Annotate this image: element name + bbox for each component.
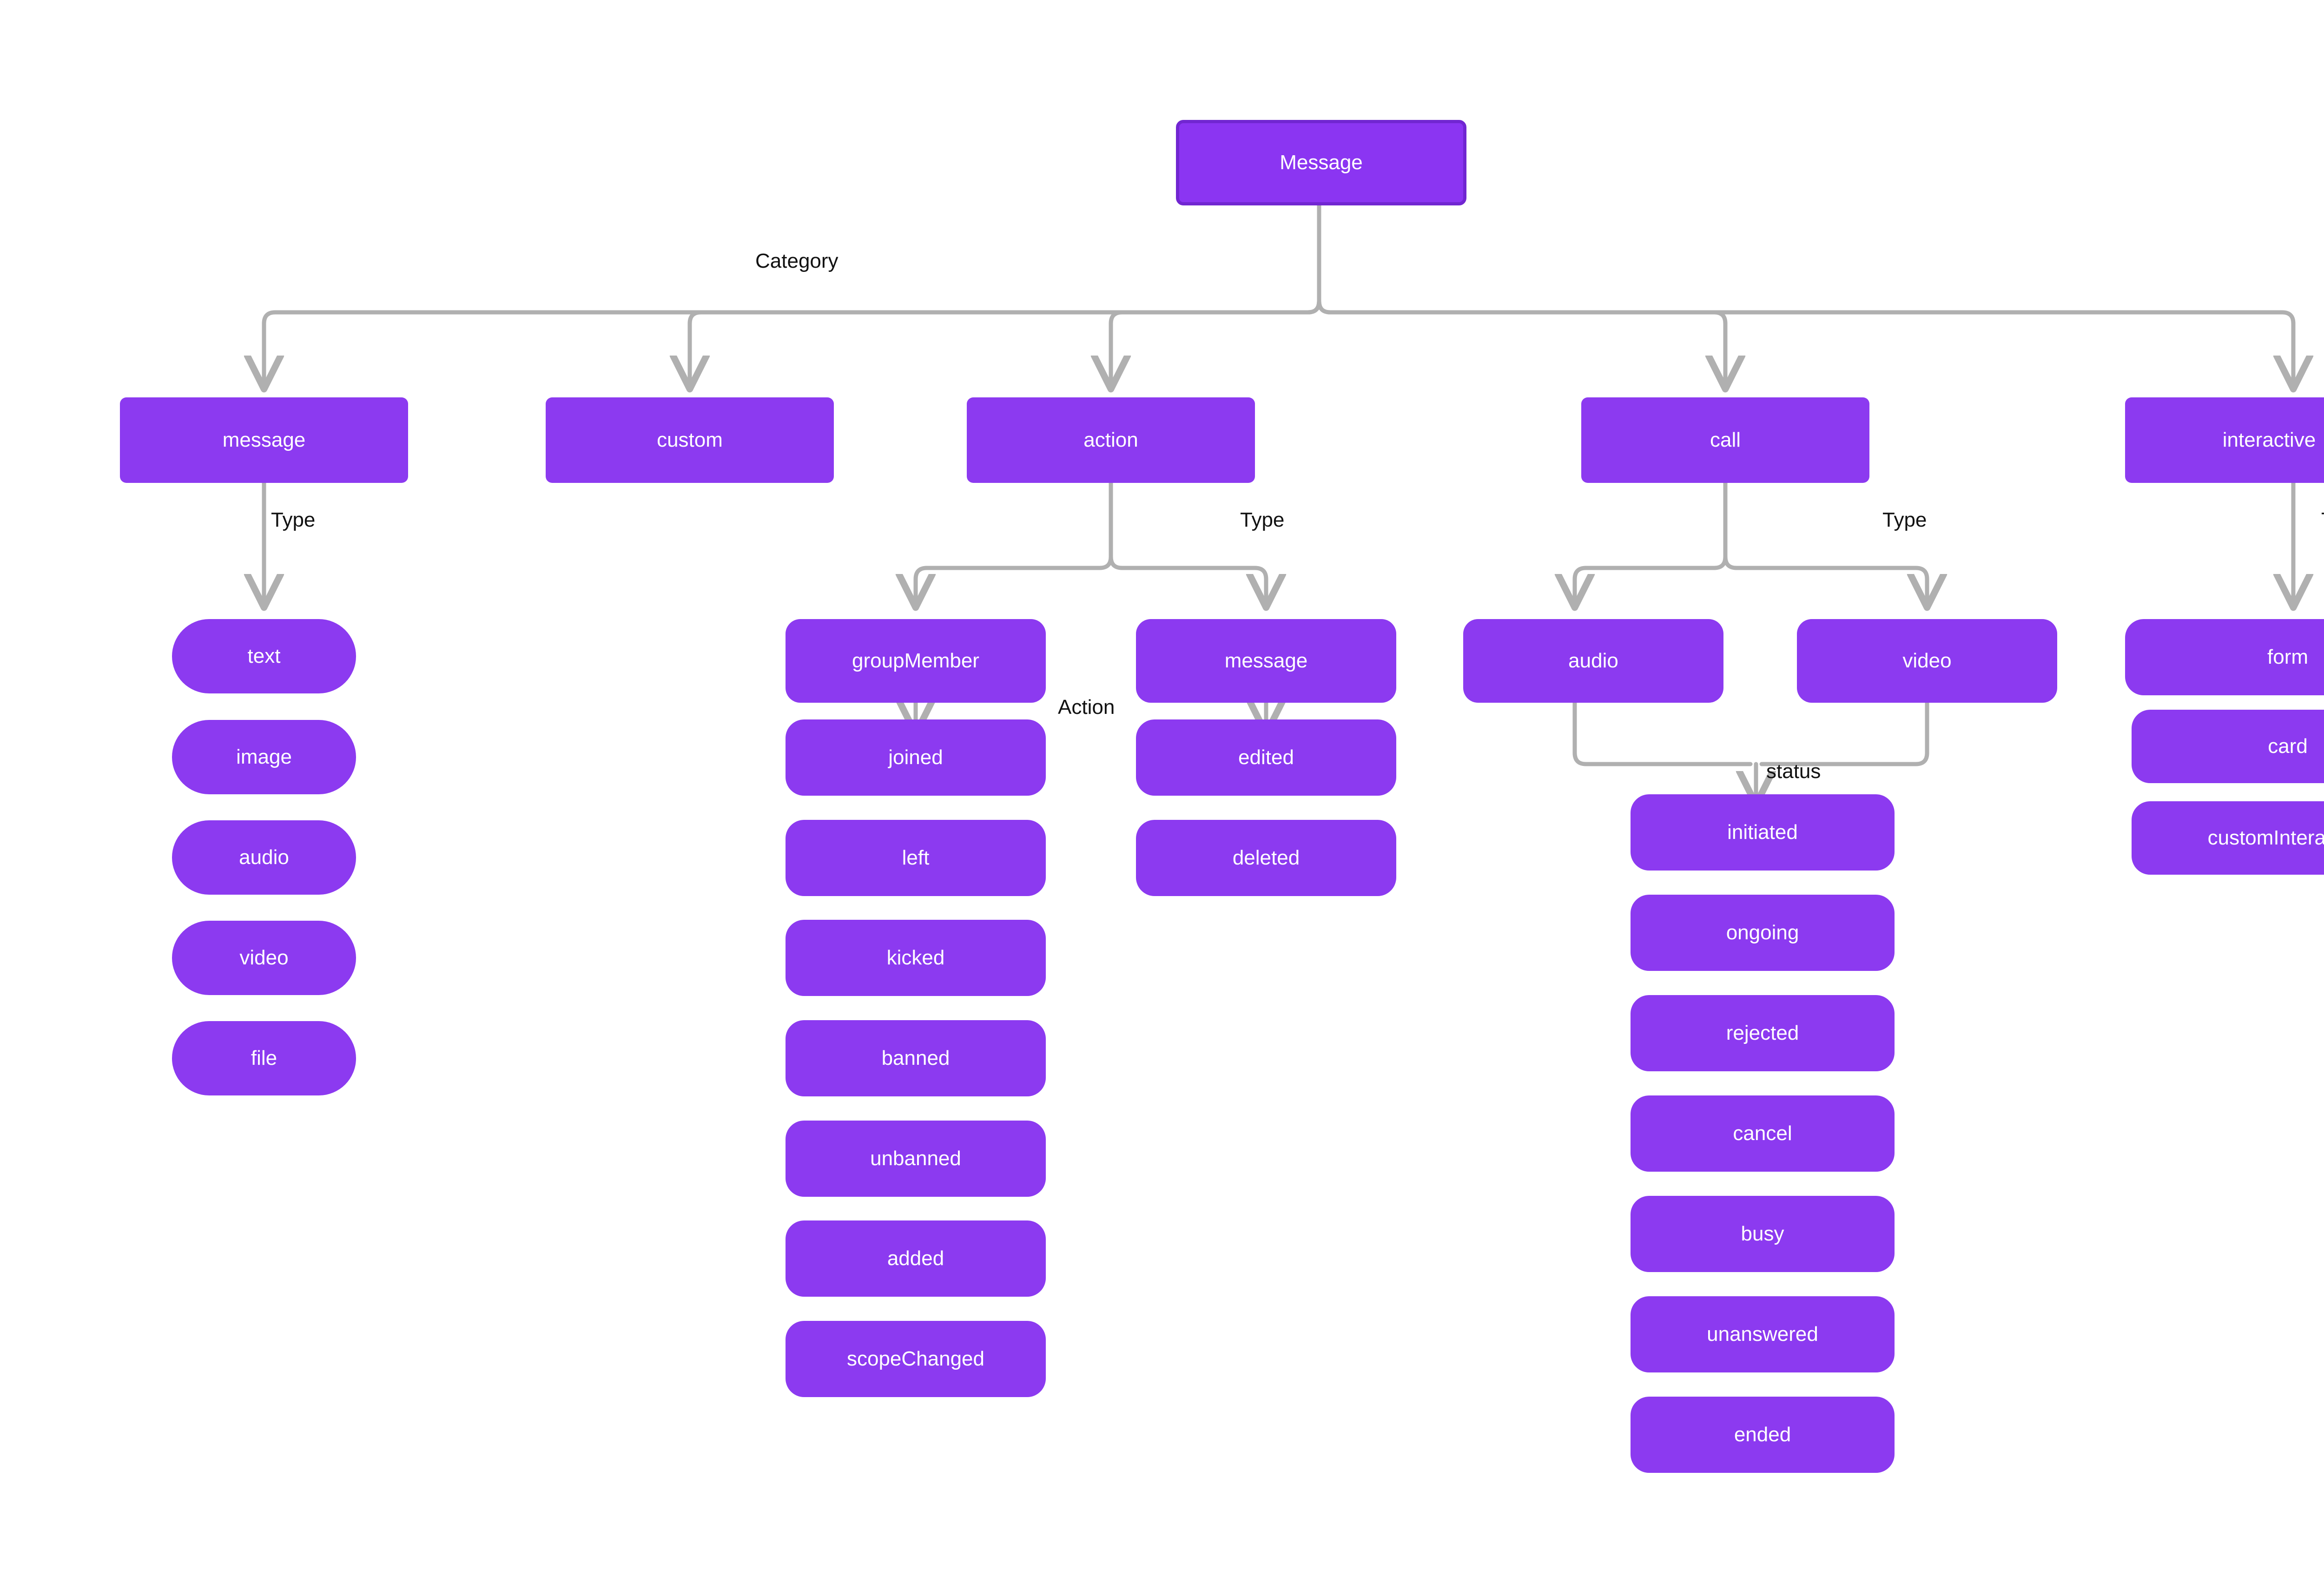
node-call-status-cancel[interactable]: cancel [1631, 1095, 1895, 1172]
node-interactive-type-card[interactable]: card [2132, 710, 2324, 783]
node-call-status-ended[interactable]: ended [1631, 1397, 1895, 1473]
edge-label-type-call: Type [1882, 508, 1927, 531]
edge-label-category: Category [755, 250, 838, 272]
node-call-status-unanswered[interactable]: unanswered [1631, 1296, 1895, 1372]
node-category-action[interactable]: action [967, 397, 1255, 483]
node-category-interactive[interactable]: interactive [2125, 397, 2324, 483]
node-call-status-ongoing[interactable]: ongoing [1631, 895, 1895, 971]
node-message-type-file[interactable]: file [172, 1021, 356, 1095]
edge-label-type-message: Type [271, 508, 316, 531]
node-call-type-video[interactable]: video [1797, 619, 2057, 703]
node-message-type-audio[interactable]: audio [172, 820, 356, 895]
node-groupmember-action-kicked[interactable]: kicked [786, 920, 1046, 996]
node-category-call[interactable]: call [1581, 397, 1869, 483]
node-groupmember-action-left[interactable]: left [786, 820, 1046, 896]
node-groupmember-action-unbanned[interactable]: unbanned [786, 1121, 1046, 1197]
node-message-type-video[interactable]: video [172, 921, 356, 995]
node-groupmember-action-scopechanged[interactable]: scopeChanged [786, 1321, 1046, 1397]
edge-label-status: status [1766, 760, 1821, 783]
node-category-custom[interactable]: custom [546, 397, 834, 483]
node-call-type-audio[interactable]: audio [1463, 619, 1723, 703]
node-call-status-busy[interactable]: busy [1631, 1196, 1895, 1272]
node-message-action-edited[interactable]: edited [1136, 719, 1396, 796]
edge-label-action: Action [1058, 696, 1115, 719]
node-interactive-type-custominteractive[interactable]: customInteractive [2132, 801, 2324, 875]
node-groupmember-action-banned[interactable]: banned [786, 1020, 1046, 1096]
node-groupmember-action-joined[interactable]: joined [786, 719, 1046, 796]
edge-label-type-interactive: Type [2321, 510, 2324, 530]
node-category-message[interactable]: message [120, 397, 408, 483]
edge-label-type-action: Type [1240, 508, 1285, 531]
node-message-type-image[interactable]: image [172, 720, 356, 794]
node-call-status-initiated[interactable]: initiated [1631, 794, 1895, 871]
node-message-action-deleted[interactable]: deleted [1136, 820, 1396, 896]
node-call-status-rejected[interactable]: rejected [1631, 995, 1895, 1071]
node-message-root[interactable]: Message [1176, 120, 1466, 205]
node-interactive-type-form[interactable]: form [2125, 619, 2324, 695]
node-action-type-message[interactable]: message [1136, 619, 1396, 703]
node-groupmember-action-added[interactable]: added [786, 1220, 1046, 1297]
node-action-type-groupmember[interactable]: groupMember [786, 619, 1046, 703]
node-message-type-text[interactable]: text [172, 619, 356, 693]
